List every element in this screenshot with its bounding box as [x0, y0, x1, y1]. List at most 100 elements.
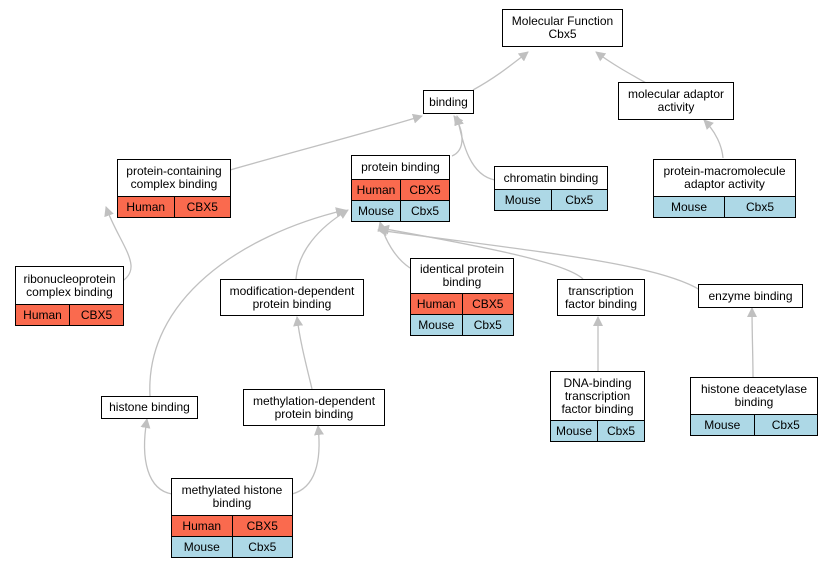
species-cell: Mouse [183, 539, 220, 554]
node-label-line: histone deacetylase [700, 382, 808, 396]
edge-binding-to-molecular-function [472, 51, 529, 91]
mouse-annotation-row: Mouse Cbx5 [654, 196, 795, 217]
edge-protein-containing-to-binding [229, 113, 423, 171]
node-label-line: transcription [568, 283, 634, 298]
gene-cell: Cbx5 [461, 315, 514, 335]
node-histone-binding: histone binding [101, 396, 198, 419]
node-dna-binding-transcription-factor-binding: DNA-binding transcription factor binding… [550, 371, 645, 442]
edge-transcription-factor-to-protein-binding [379, 224, 584, 280]
node-methylated-histone-binding: methylated histone binding Human CBX5 Mo… [171, 478, 293, 558]
node-title: chromatin binding [495, 167, 607, 189]
node-title: identical protein binding [411, 259, 513, 293]
edge-molecular-adaptor-to-molecular-function [595, 51, 649, 85]
node-label-line: protein binding [361, 160, 440, 174]
edge-methylation-dependent-to-modification-dependent [293, 316, 313, 390]
node-protein-containing-complex-binding: protein-containing complex binding Human… [117, 159, 231, 218]
edge-modification-dependent-to-protein-binding [295, 209, 349, 280]
mouse-annotation-row: Mouse Cbx5 [495, 189, 607, 210]
node-label-line: binding [212, 496, 252, 510]
node-label-line: chromatin binding [503, 170, 599, 185]
edge-protein-macromolecule-to-molecular-adaptor [703, 119, 724, 159]
edge-enzyme-to-protein-binding [377, 226, 701, 291]
node-label-line: protein-containing [126, 164, 222, 178]
human-annotation-row: Human CBX5 [411, 293, 513, 314]
node-label-line: protein binding [252, 296, 332, 311]
edge-histone-deacetylase-to-enzyme [747, 307, 758, 378]
node-label-line: factor binding [564, 296, 638, 311]
node-title: binding [424, 91, 473, 113]
edge-ribonucleoprotein-to-protein-containing [104, 206, 132, 285]
node-molecular-adaptor-activity: molecular adaptor activity [618, 82, 734, 120]
node-chromatin-binding: chromatin binding Mouse Cbx5 [494, 166, 608, 211]
node-title: DNA-binding transcription factor binding [551, 372, 644, 420]
gene-cell: CBX5 [173, 197, 231, 217]
species-cell: Human [23, 307, 62, 322]
edge-protein-binding-to-binding [451, 115, 464, 157]
node-title: transcription factor binding [558, 280, 644, 315]
node-label-line: methylated histone [181, 483, 283, 497]
species-cell: Mouse [704, 417, 741, 432]
node-protein-binding: protein binding Human CBX5 Mouse Cbx5 [351, 155, 450, 222]
gene-cell: CBX5 [400, 180, 449, 200]
node-title: Molecular Function Cbx5 [503, 10, 622, 46]
node-label-line: adaptor activity [684, 177, 765, 191]
node-label-line: modification-dependent [229, 283, 355, 298]
gene-cell: Cbx5 [550, 190, 608, 210]
species-cell: Mouse [555, 423, 593, 438]
node-ribonucleoprotein-complex-binding: ribonucleoprotein complex binding Human … [15, 266, 124, 326]
node-label-line: identical protein [419, 262, 505, 276]
node-title: methylation-dependent protein binding [244, 390, 384, 425]
node-enzyme-binding: enzyme binding [698, 284, 803, 308]
species-cell: Mouse [418, 317, 455, 332]
node-label-line: factor binding [561, 401, 634, 416]
gene-cell: Cbx5 [753, 415, 818, 435]
node-title: molecular adaptor activity [619, 83, 733, 119]
gene-cell: Cbx5 [400, 201, 449, 221]
node-label-line: binding [442, 275, 482, 289]
node-title: protein binding [352, 156, 449, 179]
edge-methylated-histone-to-methylation-dependent [291, 425, 324, 495]
node-label-line: Cbx5 [548, 27, 577, 41]
node-histone-deacetylase-binding: histone deacetylase binding Mouse Cbx5 [690, 377, 818, 436]
mouse-annotation-row: Mouse Cbx5 [551, 420, 644, 441]
mouse-annotation-row: Mouse Cbx5 [172, 536, 292, 557]
human-annotation-row: Human CBX5 [352, 179, 449, 200]
node-label-line: histone binding [109, 400, 190, 414]
node-label-line: complex binding [130, 177, 218, 191]
human-annotation-row: Human CBX5 [118, 196, 230, 217]
gene-cell: CBX5 [461, 294, 514, 314]
node-molecular-function-cbx5: Molecular Function Cbx5 [502, 9, 623, 47]
node-title: histone binding [102, 397, 197, 418]
edge-chromatin-to-binding [454, 115, 496, 181]
mouse-annotation-row: Mouse Cbx5 [411, 314, 513, 335]
gene-cell: CBX5 [69, 305, 123, 325]
human-annotation-row: Human CBX5 [16, 304, 123, 325]
human-annotation-row: Human CBX5 [172, 515, 292, 536]
species-cell: Mouse [504, 192, 541, 207]
node-title: enzyme binding [699, 285, 802, 307]
node-label-line: protein binding [274, 406, 354, 421]
edge-histone-to-protein-binding [149, 207, 346, 397]
node-label-line: binding [429, 94, 468, 109]
node-methylation-dependent-protein-binding: methylation-dependent protein binding [243, 389, 385, 426]
species-cell: Mouse [670, 199, 708, 214]
node-label-line: Molecular Function [511, 14, 614, 28]
gene-cell: CBX5 [231, 516, 293, 536]
species-cell: Human [416, 296, 456, 311]
edge-methylated-histone-to-histone [140, 418, 173, 495]
node-title: protein-containing complex binding [118, 160, 230, 196]
node-title: histone deacetylase binding [691, 378, 817, 414]
gene-cell: Cbx5 [231, 537, 293, 557]
mouse-annotation-row: Mouse Cbx5 [691, 414, 817, 435]
node-title: ribonucleoprotein complex binding [16, 267, 123, 304]
gene-cell: Cbx5 [724, 197, 795, 217]
mouse-annotation-row: Mouse Cbx5 [352, 200, 449, 221]
node-title: modification-dependent protein binding [221, 280, 363, 315]
node-label-line: protein-macromolecule [663, 164, 786, 178]
node-label-line: activity [657, 100, 695, 114]
node-transcription-factor-binding: transcription factor binding [557, 279, 645, 316]
node-label-line: complex binding [26, 284, 113, 299]
node-title: methylated histone binding [172, 479, 292, 515]
gene-cell: Cbx5 [597, 421, 644, 441]
